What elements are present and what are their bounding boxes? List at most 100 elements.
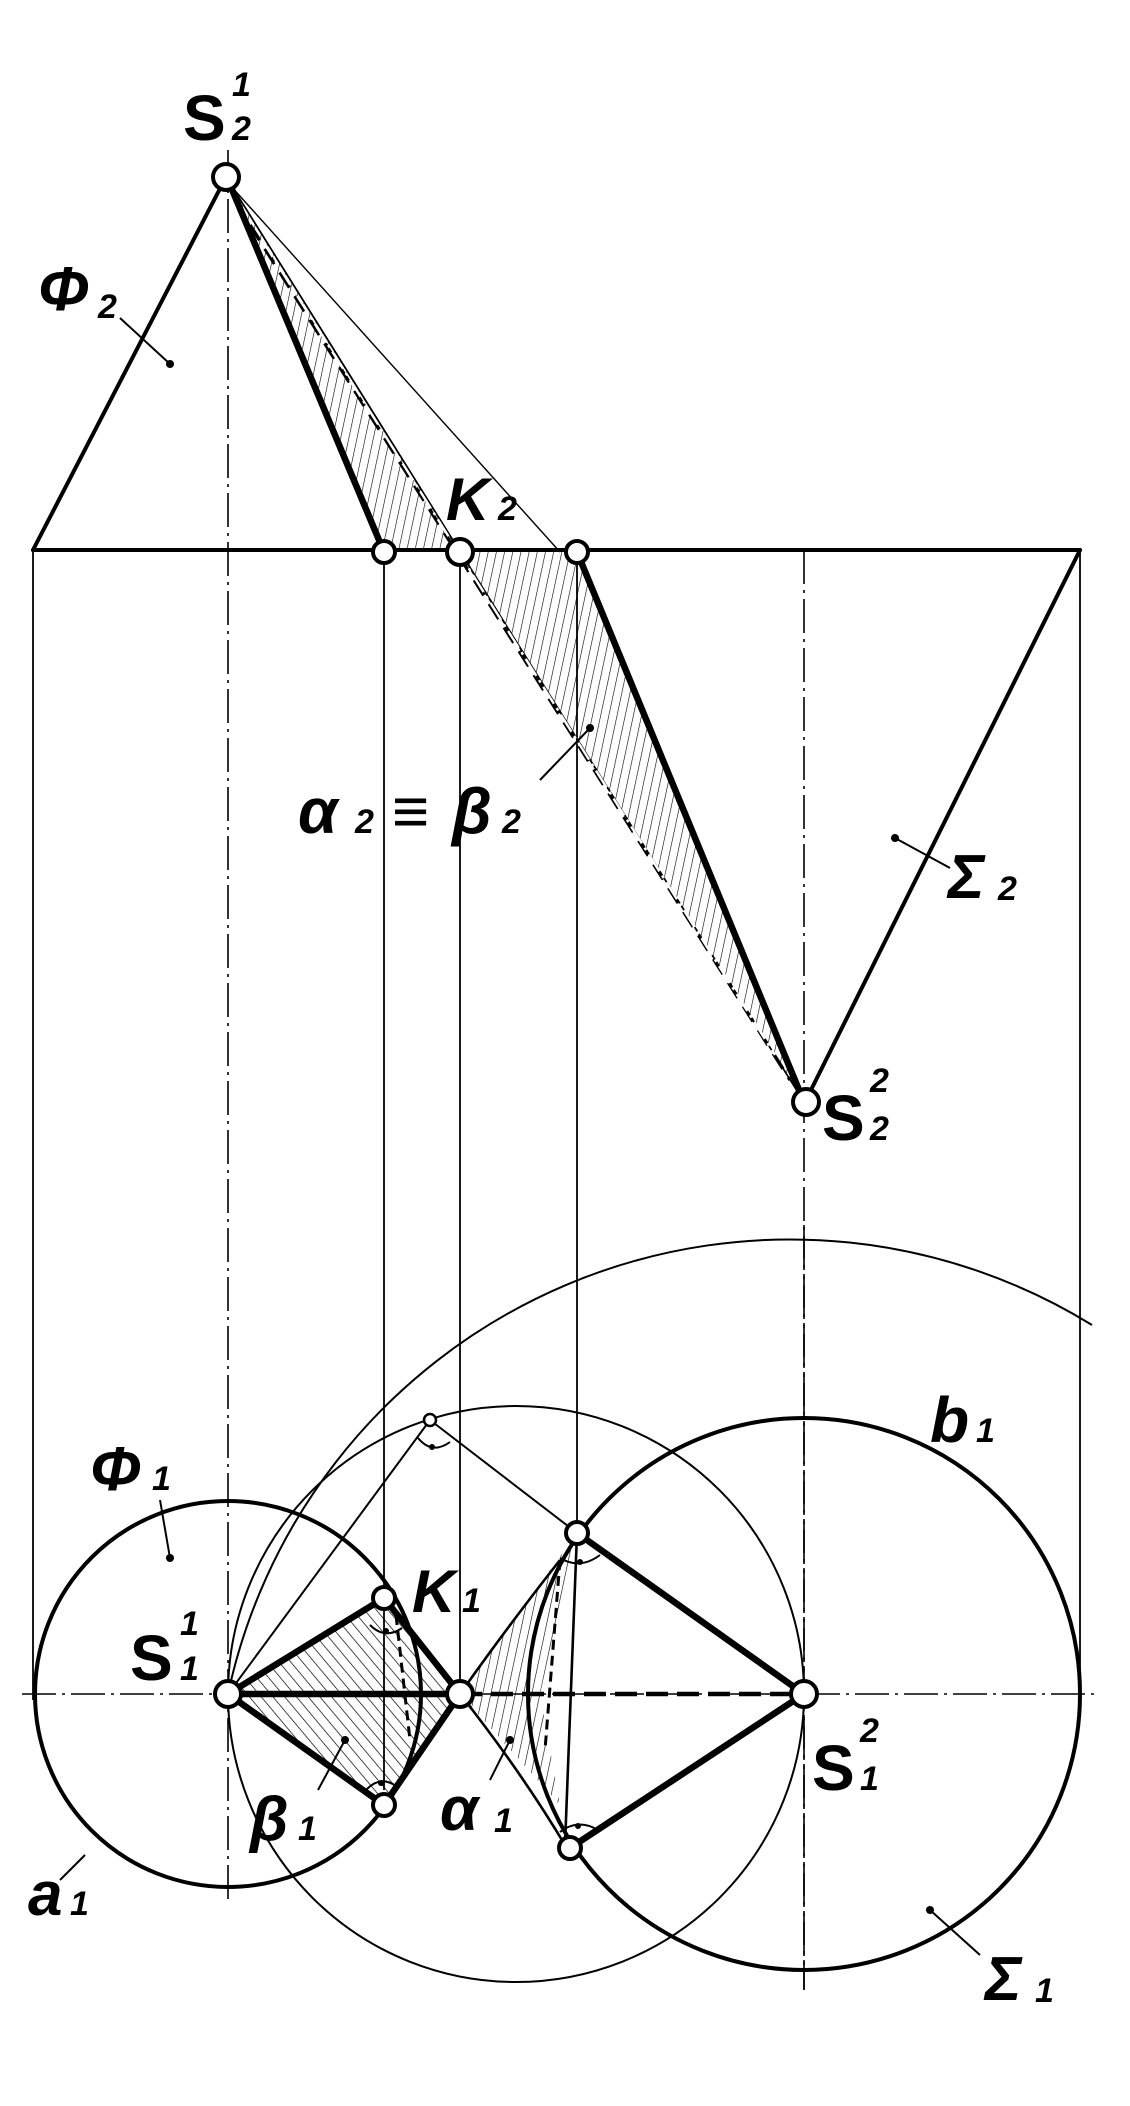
intersection-band-front (224, 176, 808, 1106)
point-tangent-b1-upper (564, 1520, 590, 1546)
label-k2-base: K (446, 466, 493, 533)
alpha1-curves (458, 1532, 579, 1846)
label-s-right-base: S (822, 1082, 865, 1154)
leaders-top (59, 1499, 981, 1956)
center-axes (22, 150, 1100, 1990)
right-angle-dot-b-lower (575, 1823, 581, 1829)
label-beta2: β (450, 775, 492, 847)
label-alpha1-sub: 1 (494, 1802, 513, 1840)
s12-to-b-lower (566, 1690, 808, 1852)
leader-dots-top (166, 1554, 934, 1914)
label-k1-base: K (412, 1558, 459, 1625)
label-sigma1-sub: 1 (1035, 1972, 1054, 2010)
point-tangent-a1-upper (371, 1585, 397, 1611)
alpha1-leader-dot (506, 1736, 514, 1744)
sigma2-leader-dot (891, 834, 899, 842)
tangent-lines-top (224, 1529, 808, 1852)
label-a1-sub: 1 (70, 1885, 89, 1923)
right-angle-dot-a-upper (383, 1628, 389, 1634)
label-s-top-base: S (183, 82, 226, 154)
label-s-lower-right-base: S (812, 1732, 855, 1804)
alpha1-leader (489, 1739, 511, 1781)
point-construction-small (422, 1412, 438, 1428)
phi2-leader-dot (166, 360, 174, 368)
tangent-upper-to-k1 (380, 1594, 464, 1698)
label-s-top-sub: 2 (231, 110, 251, 148)
point-tangent-b2 (564, 539, 590, 565)
phi1-leader-dot (166, 1554, 174, 1562)
label-equiv: ≡ (392, 775, 429, 847)
k1-to-tangent-lower (380, 1690, 464, 1809)
point-k2 (445, 537, 475, 567)
alpha2-leader-dot (586, 724, 594, 732)
point-k1 (445, 1679, 475, 1709)
right-angle-dot-top (429, 1444, 435, 1450)
point-tangent-b1-lower (557, 1835, 583, 1861)
sigma1-leader (929, 1909, 981, 1956)
sigma1-leader-dot (926, 1906, 934, 1914)
label-s-lower-left-base: S (130, 1622, 173, 1694)
band-edge-thick-right (573, 548, 808, 1106)
label-s-top-sup: 1 (232, 66, 251, 104)
label-b1-sub: 1 (976, 1412, 995, 1450)
label-a1-base: a (28, 1860, 62, 1929)
phi2-leader (119, 317, 171, 365)
cone-sigma2 (804, 548, 1082, 1102)
labels: S 1 2 Φ 2 K 2 α 2 ≡ β 2 Σ 2 S 2 2 b 1 Φ … (28, 66, 1054, 2014)
beta1-leader-dot (341, 1736, 349, 1744)
hidden-short-lines (394, 1559, 562, 1751)
beta1-leader (317, 1739, 346, 1791)
tangent-construction-line (227, 1419, 431, 1695)
label-phi1-base: Φ (90, 1435, 141, 1504)
point-s1-1 (213, 1679, 243, 1709)
label-k1-sub: 1 (462, 1582, 481, 1620)
label-phi2-base: Φ (38, 255, 89, 324)
band-dash-center (248, 224, 792, 1081)
points-top (213, 1412, 819, 1861)
alpha1-hatch-region (460, 1533, 577, 1805)
label-alpha2: α (298, 775, 340, 847)
leader-dots-front (166, 360, 899, 842)
label-s-right-sub: 2 (869, 1110, 889, 1148)
label-beta2-sub: 2 (501, 803, 521, 841)
right-angle-dot-a-lower (378, 1780, 384, 1786)
band-edge-thin-d (229, 184, 561, 553)
label-s-right-sup: 2 (869, 1062, 889, 1100)
s11-to-tangent-upper (224, 1594, 388, 1698)
label-k2-sub: 2 (497, 490, 517, 528)
alpha1-lower-curve (458, 1693, 567, 1846)
band-dashdot-white (260, 239, 777, 1056)
label-b1-base: b (930, 1384, 969, 1456)
label-s-lower-left-sub: 1 (180, 1650, 199, 1688)
band-edge-thin-b (227, 179, 461, 553)
label-sigma2-base: Σ (946, 843, 986, 912)
point-s2-2 (791, 1087, 821, 1117)
label-phi1-sub: 1 (152, 1460, 171, 1498)
phi2-left-generatrix (31, 175, 228, 552)
label-s-lower-right-sup: 2 (859, 1712, 879, 1750)
label-beta1-sub: 1 (298, 1810, 317, 1848)
phi1-leader (159, 1499, 171, 1559)
label-alpha2-sub: 2 (354, 803, 374, 841)
right-angle-dot-b-upper (577, 1559, 583, 1565)
label-sigma2-sub: 2 (997, 870, 1017, 908)
label-s-lower-left-sup: 1 (180, 1605, 199, 1643)
label-beta1-base: β (248, 1785, 288, 1854)
point-s1-2 (789, 1679, 819, 1709)
s12-to-b-upper (573, 1529, 808, 1698)
large-construction-arc (227, 1238, 1093, 1695)
cone-phi2 (31, 175, 1082, 552)
label-alpha1-base: α (440, 1775, 481, 1844)
points-front (211, 162, 821, 1117)
band-edge-thick-left (224, 176, 388, 556)
label-s-lower-right-sub: 1 (860, 1760, 879, 1798)
alpha1-upper-curve (458, 1559, 562, 1695)
sigma2-leader (894, 837, 951, 869)
s11-to-tangent-lower (224, 1690, 388, 1809)
label-phi2-sub: 2 (97, 288, 117, 326)
point-tangent-a2 (371, 539, 397, 565)
sigma2-right-generatrix (804, 548, 1082, 1102)
alpha2-leader (539, 727, 591, 781)
